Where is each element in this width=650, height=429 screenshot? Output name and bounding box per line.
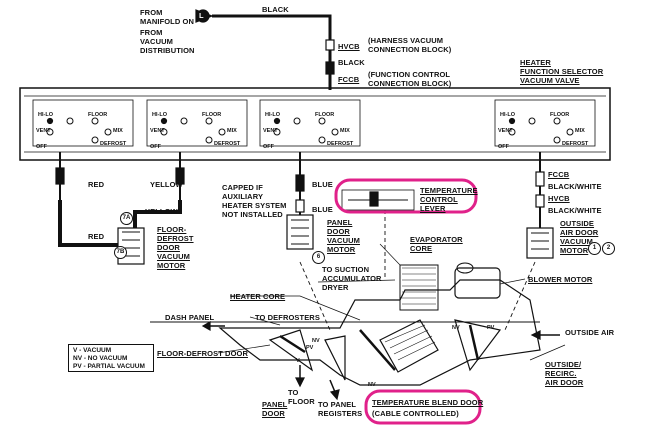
callout-2: 2 xyxy=(602,242,615,255)
label-black-white-2: BLACK/WHITE xyxy=(548,206,602,215)
label-floor-defrost-motor: FLOOR- DEFROST DOOR VACUUM MOTOR xyxy=(157,225,194,270)
switch-label-off: OFF xyxy=(498,144,509,150)
label-outside-air: OUTSIDE AIR xyxy=(565,328,615,337)
label-nv-1: NV xyxy=(312,338,320,344)
label-dash-panel: DASH PANEL xyxy=(165,313,215,322)
switch-label-hilo: HI-LO xyxy=(38,112,53,118)
label-pv-1: PV xyxy=(306,345,314,351)
switch-label-mix: MIX xyxy=(575,128,585,134)
label-outside-recirc-door: OUTSIDE/ RECIRC. AIR DOOR xyxy=(545,360,584,387)
label-to-suction: TO SUCTION ACCUMULATOR DRYER xyxy=(322,265,382,292)
label-hvcb-top: HVCB xyxy=(338,42,360,51)
label-red-2: RED xyxy=(88,232,105,241)
switch-label-vent: VENT xyxy=(498,128,513,134)
switch-label-floor: FLOOR xyxy=(550,112,570,118)
callout-7a: 7A xyxy=(120,212,133,225)
callout-6: 6 xyxy=(312,251,325,264)
label-black-top: BLACK xyxy=(262,5,289,14)
label-v-1: V xyxy=(296,358,300,364)
switch-label-vent: VENT xyxy=(263,128,278,134)
label-floor-defrost-door: FLOOR-DEFROST DOOR xyxy=(157,349,248,358)
label-to-defrosters: TO DEFROSTERS xyxy=(255,313,320,322)
label-hvcb-right: HVCB xyxy=(548,194,570,203)
label-black-white-1: BLACK/WHITE xyxy=(548,182,602,191)
label-yellow-1: YELLOW xyxy=(150,180,183,189)
legend-partial-vacuum: PV - PARTIAL VACUUM xyxy=(73,363,145,370)
label-pv-2: PV xyxy=(487,325,495,331)
switch-label-defrost: DEFROST xyxy=(562,141,589,147)
label-blue-2: BLUE xyxy=(312,205,333,214)
label-temperature-control-lever: TEMPERATURE CONTROL LEVER xyxy=(420,186,478,213)
callout-1: 1 xyxy=(588,242,601,255)
switch-label-mix: MIX xyxy=(113,128,123,134)
switch-label-defrost: DEFROST xyxy=(100,141,127,147)
label-fccb-desc: (FUNCTION CONTROL CONNECTION BLOCK) xyxy=(368,70,452,88)
label-nv-3: NV xyxy=(452,325,460,331)
label-black-mid: BLACK xyxy=(338,58,365,67)
switch-label-floor: FLOOR xyxy=(202,112,222,118)
switch-label-mix: MIX xyxy=(340,128,350,134)
label-cable-controlled: (CABLE CONTROLLED) xyxy=(372,409,459,418)
label-outside-air-door-motor: OUTSIDE AIR DOOR VACUUM MOTOR xyxy=(560,219,599,255)
label-hvcb-desc: (HARNESS VACUUM CONNECTION BLOCK) xyxy=(368,36,452,54)
switch-label-off: OFF xyxy=(36,144,47,150)
legend-no-vacuum: NV - NO VACUUM xyxy=(73,355,128,362)
label-l-marker: L xyxy=(199,11,204,20)
switch-label-vent: VENT xyxy=(36,128,51,134)
label-to-floor: TO FLOOR xyxy=(288,388,315,406)
switch-label-defrost: DEFROST xyxy=(327,141,354,147)
switch-label-hilo: HI-LO xyxy=(152,112,167,118)
switch-label-floor: FLOOR xyxy=(88,112,108,118)
switch-label-floor: FLOOR xyxy=(315,112,335,118)
label-from-manifold: FROM MANIFOLD ON xyxy=(140,8,195,26)
label-blower-motor: BLOWER MOTOR xyxy=(528,275,593,284)
legend-vacuum: V - VACUUM xyxy=(73,347,112,354)
label-to-panel-registers: TO PANEL REGISTERS xyxy=(318,400,363,418)
label-nv-2: NV xyxy=(368,382,376,388)
label-blue-1: BLUE xyxy=(312,180,333,189)
switch-label-defrost: DEFROST xyxy=(214,141,241,147)
legend-box: V - VACUUM NV - NO VACUUM PV - PARTIAL V… xyxy=(68,344,154,372)
switch-label-hilo: HI-LO xyxy=(500,112,515,118)
switch-label-vent: VENT xyxy=(150,128,165,134)
label-heater-core: HEATER CORE xyxy=(230,292,286,301)
switch-label-mix: MIX xyxy=(227,128,237,134)
switch-label-hilo: HI-LO xyxy=(265,112,280,118)
label-panel-door: PANEL DOOR xyxy=(262,400,288,418)
label-from-vacuum-distribution: FROM VACUUM DISTRIBUTION xyxy=(140,28,195,55)
label-fccb-top: FCCB xyxy=(338,75,360,84)
label-yellow-2: YELLOW xyxy=(145,207,178,216)
label-capped: CAPPED IF AUXILIARY HEATER SYSTEM NOT IN… xyxy=(222,183,287,219)
label-heater-function-selector: HEATER FUNCTION SELECTOR VACUUM VALVE xyxy=(520,58,604,85)
label-evaporator-core: EVAPORATOR CORE xyxy=(410,235,463,253)
switch-label-off: OFF xyxy=(150,144,161,150)
switch-label-off: OFF xyxy=(263,144,274,150)
label-red-1: RED xyxy=(88,180,105,189)
label-panel-door-motor: PANEL DOOR VACUUM MOTOR xyxy=(327,218,360,254)
callout-7b: 7B xyxy=(114,246,127,259)
label-fccb-right: FCCB xyxy=(548,170,570,179)
label-temperature-blend-door: TEMPERATURE BLEND DOOR xyxy=(372,398,484,407)
